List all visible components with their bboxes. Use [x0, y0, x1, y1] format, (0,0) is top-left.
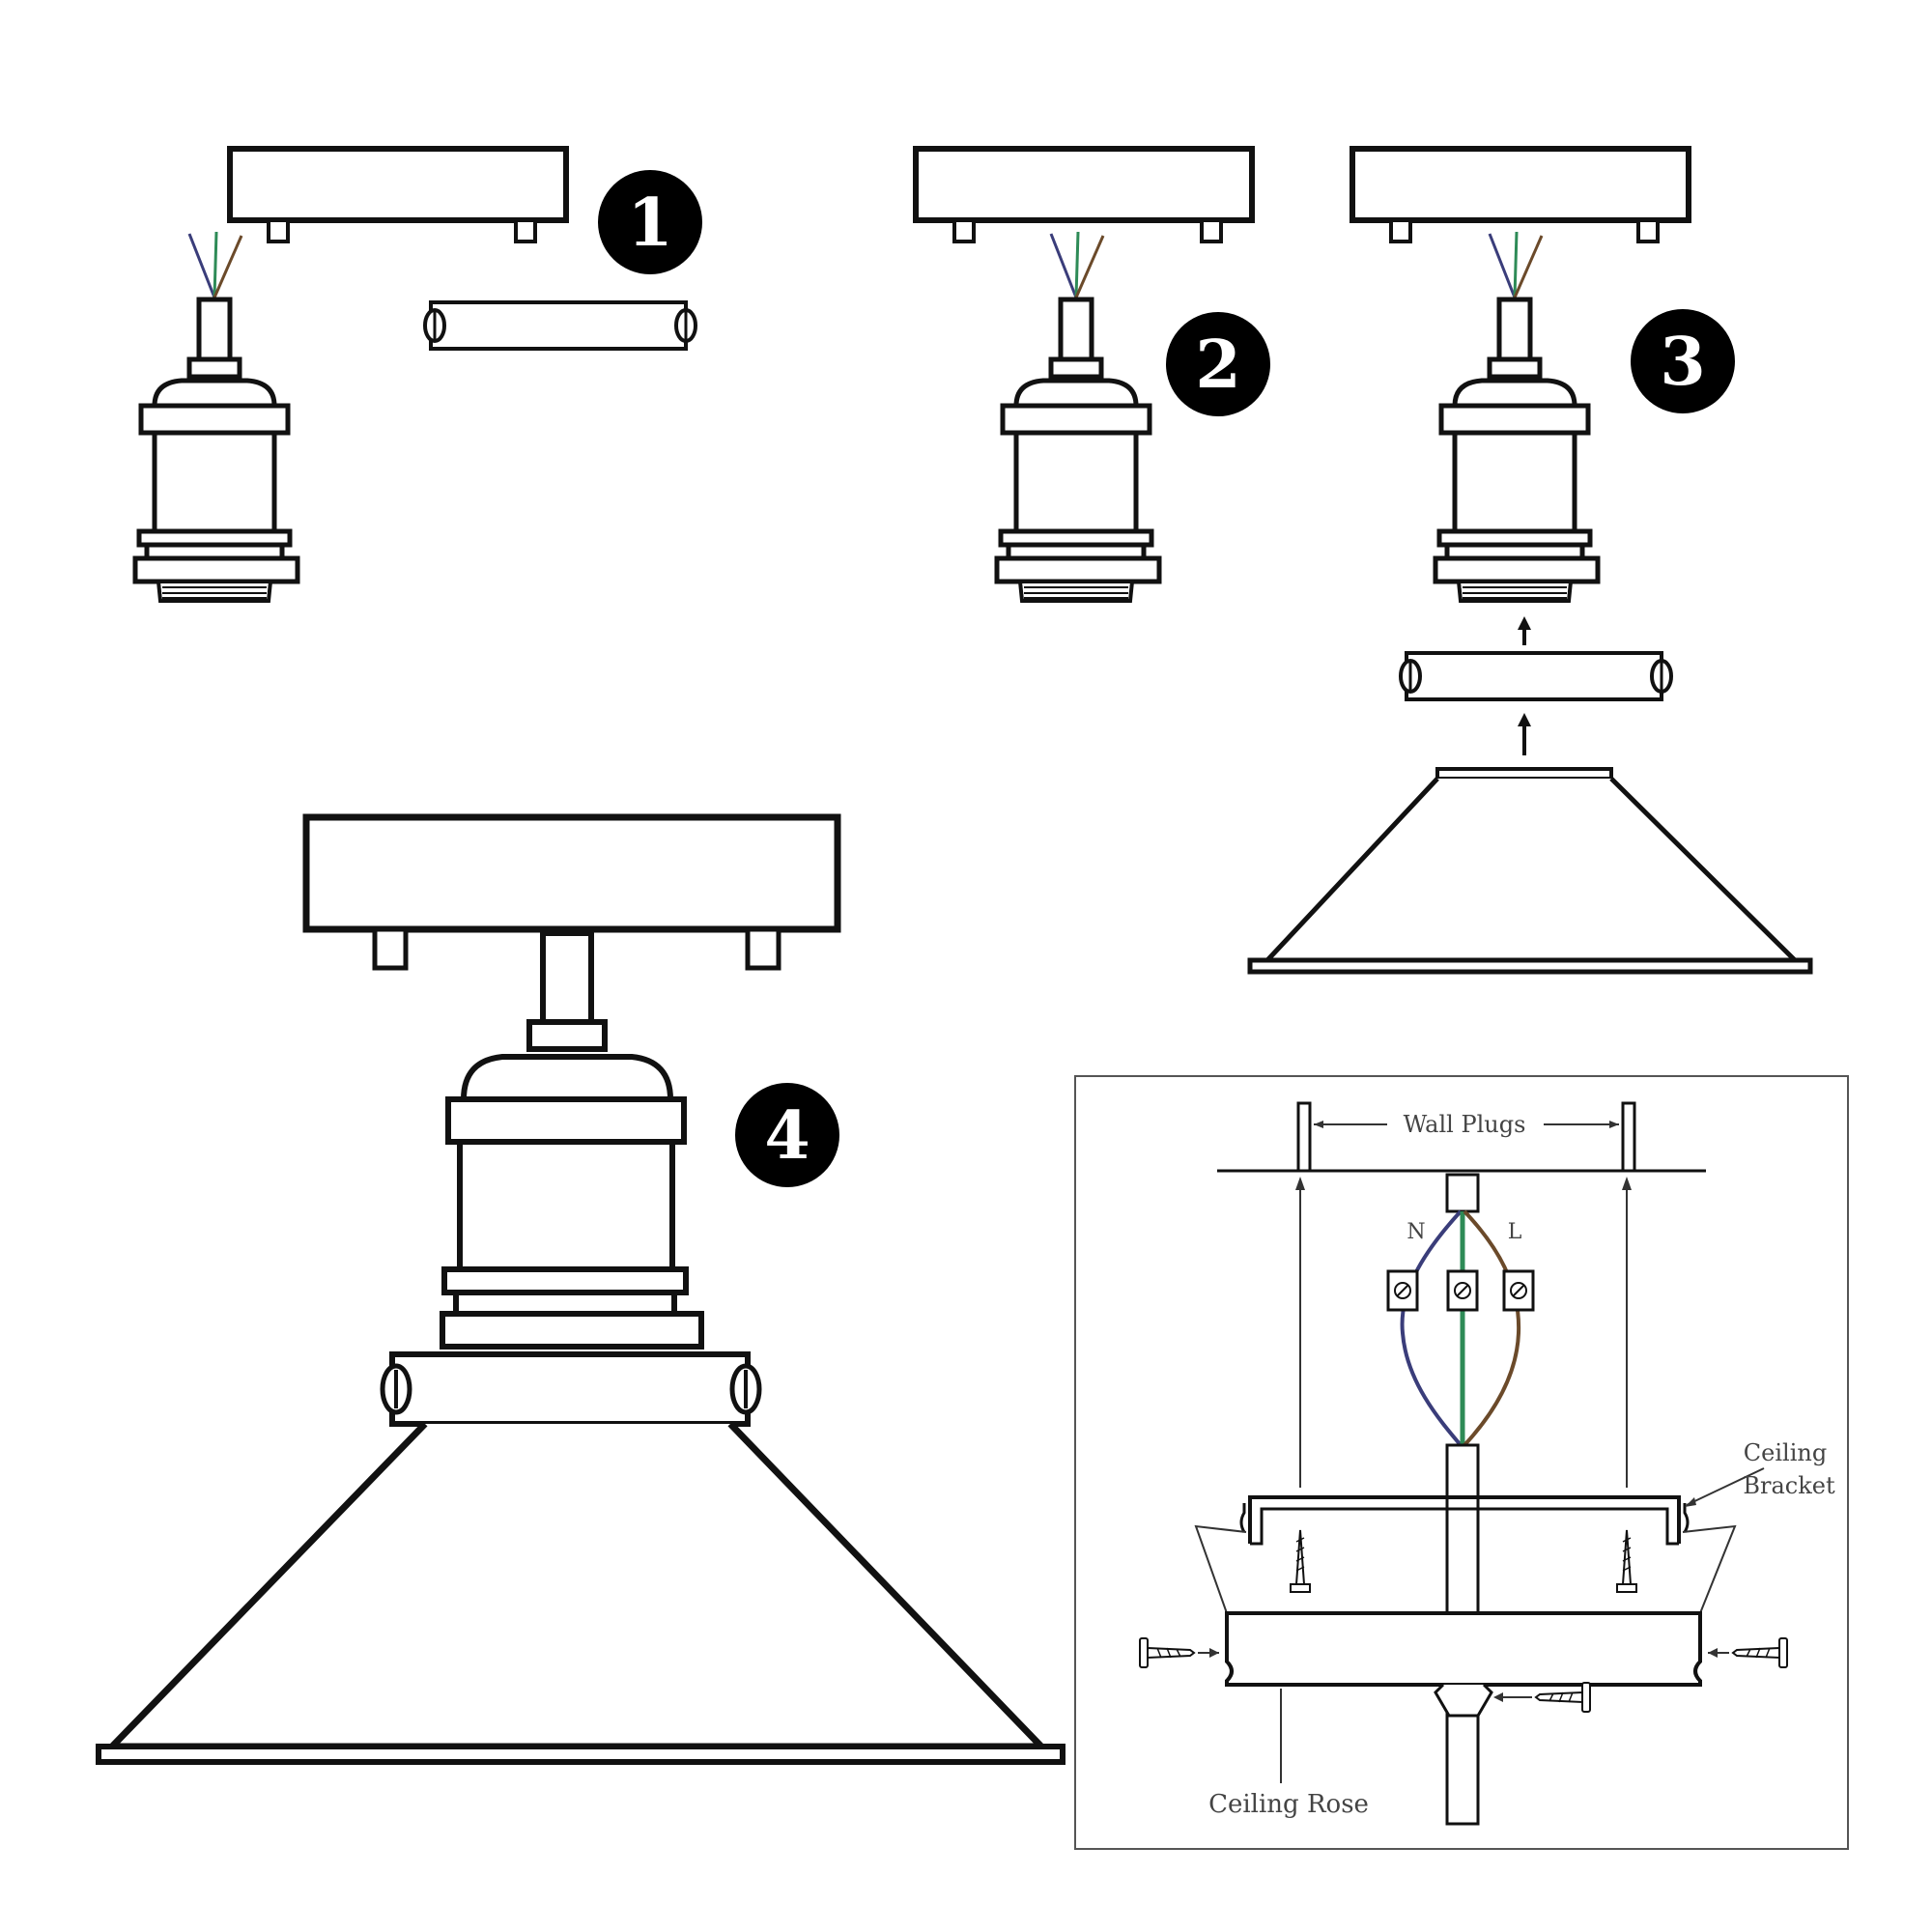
lamp-holder [135, 299, 298, 601]
step-number: 2 [1195, 327, 1240, 404]
wall-plug [1296, 1101, 1312, 1173]
lamp-holder [440, 930, 704, 1350]
supply-cable [1445, 1173, 1480, 1213]
terminal-block [1502, 1269, 1535, 1312]
step-1-badge: 1 [598, 170, 702, 274]
canopy-plate [1352, 149, 1689, 242]
ceiling-rose [1225, 1611, 1702, 1718]
live-wire [1463, 1209, 1521, 1447]
up-arrow-icon [1518, 713, 1531, 755]
screw-icon [1708, 1637, 1788, 1668]
dimension-arrows [1314, 1121, 1619, 1128]
lamp-holder [997, 299, 1159, 601]
step-number: 1 [627, 185, 672, 262]
shade-ring [1399, 651, 1673, 701]
step-1-group: 1 [135, 149, 702, 601]
shade-ring [423, 300, 697, 351]
step-4-group: 4 [96, 813, 1065, 1765]
guide-arrow [1295, 1177, 1305, 1488]
terminal-block [1386, 1269, 1419, 1312]
step-3-badge: 3 [1631, 309, 1735, 413]
live-label: L [1508, 1220, 1522, 1244]
step-3-group: 3 [1247, 149, 1813, 975]
neutral-wire [1400, 1209, 1463, 1447]
wall-plug [1621, 1101, 1636, 1173]
supply-wires [1488, 230, 1544, 299]
guide-arrow [1622, 1177, 1632, 1488]
screw-icon [1139, 1637, 1219, 1668]
screw-icon [1493, 1682, 1591, 1713]
wiring-diagram-panel: Wall Plugs N L [1074, 1075, 1849, 1850]
step-2-badge: 2 [1166, 312, 1270, 416]
step-number: 3 [1660, 324, 1705, 401]
shade-ring [380, 1351, 762, 1427]
step-number: 4 [764, 1097, 810, 1175]
canopy-plate [916, 149, 1252, 242]
ceiling-bracket-label: Bracket [1743, 1472, 1835, 1499]
step-2-group: 2 [916, 149, 1270, 601]
lamp-shade [1247, 767, 1813, 975]
up-arrow-icon [1518, 616, 1531, 645]
wall-plugs-label: Wall Plugs [1404, 1111, 1526, 1138]
supply-wires [187, 230, 243, 299]
supply-wires [1049, 230, 1105, 299]
screw-icon [1616, 1529, 1637, 1593]
canopy-plate [302, 813, 841, 971]
ceiling-rose-label: Ceiling Rose [1208, 1790, 1369, 1819]
screw-icon [1290, 1529, 1311, 1593]
lamp-shade [96, 1421, 1065, 1765]
lamp-holder [1435, 299, 1598, 601]
step-4-badge: 4 [735, 1083, 839, 1187]
canopy-plate [230, 149, 566, 242]
ceiling-bracket [1239, 1495, 1690, 1546]
ceiling-bracket-label: Ceiling [1744, 1439, 1827, 1466]
guide-lines [1194, 1524, 1737, 1614]
bracket-pointer [1685, 1467, 1765, 1507]
neutral-label: N [1406, 1220, 1425, 1244]
terminal-block [1446, 1269, 1479, 1312]
